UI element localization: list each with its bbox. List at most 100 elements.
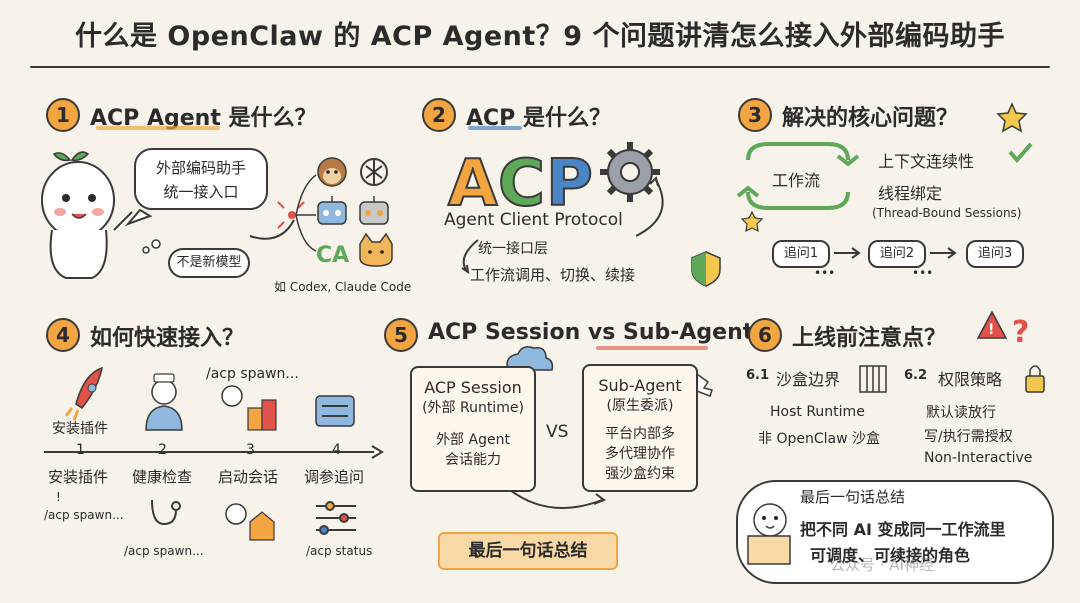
vs-label: VS [546, 422, 569, 442]
final-summary-title: 最后一句话总结 [800, 488, 906, 506]
cloud-icon [506, 346, 554, 371]
acp-full-name: Agent Client Protocol [444, 210, 623, 230]
lock-icon [1025, 365, 1045, 393]
robot-2-icon [359, 196, 389, 225]
final-summary-line-2: 可调度、可续接的角色 [810, 546, 971, 565]
followup-2: 追问2 [868, 240, 926, 268]
point-6-1-title: 沙盒边界 [776, 370, 841, 389]
sub-agent-card: Sub-Agent (原生委派) 平台内部多 多代理协作 强沙盒约束 [582, 364, 698, 492]
section-1-underline [96, 126, 220, 130]
acp-session-sub: (外部 Runtime) [422, 400, 524, 416]
bubble-line-1: 外部编码助手 [155, 159, 246, 177]
typing-dots-2: ••• [912, 266, 934, 280]
question-mark-icon: ? [1012, 315, 1029, 350]
acp-session-body-1: 外部 Agent [436, 432, 510, 448]
star-icon [996, 102, 1028, 133]
binding-label: 线程绑定 [878, 184, 943, 203]
sliders-2-icon [316, 501, 356, 535]
section-2-number: 2 [422, 98, 456, 132]
acp-logo-c: C [498, 147, 545, 221]
workflow-label: 工作流 [772, 171, 821, 190]
step-1: 安装插件 [48, 468, 109, 486]
stethoscope-icon [151, 499, 181, 526]
monkey-icon [317, 157, 347, 187]
acp-session-body-2: 会话能力 [445, 452, 501, 468]
svg-text:!: ! [988, 322, 994, 338]
section-5-number: 5 [384, 318, 418, 352]
section-2-underline [468, 126, 522, 130]
shield-icon [691, 251, 721, 287]
check-icon [1008, 142, 1033, 164]
top-cmd: /acp spawn... [206, 366, 299, 382]
step-num-4: 4 [332, 442, 341, 458]
section-6-title: 上线前注意点？ [792, 326, 947, 351]
final-summary-bubble [736, 480, 1054, 584]
section-1-caption: 如 Codex, Claude Code [274, 280, 412, 294]
point-6-2-line-1: 默认读放行 [926, 405, 996, 421]
sandbox-cage-icon [859, 365, 887, 393]
thought-bubble: 不是新模型 [168, 248, 250, 278]
page-title: 什么是 OpenClaw 的 ACP Agent？9 个问题讲清怎么接入外部编码… [75, 21, 1005, 52]
section-4-title: 如何快速接入？ [90, 326, 245, 351]
section-3-title: 解决的核心问题？ [782, 106, 959, 131]
ca-logo-icon: CA [316, 243, 349, 268]
bubble-line-2: 统一接入口 [163, 183, 239, 201]
sub-agent-body-1: 平台内部多 [605, 426, 675, 442]
step-3: 启动会话 [218, 468, 279, 486]
step-num-2: 2 [158, 442, 167, 458]
watermark: 公众号 · AI神经 [830, 556, 934, 574]
sliders-icon [315, 395, 355, 427]
point-6-2-line-3: Non-Interactive [924, 450, 1033, 466]
gear-icon [600, 142, 660, 202]
warning-icon: ! [976, 310, 1008, 339]
followup-3: 追问3 [966, 240, 1024, 268]
sub-agent-body-2: 多代理协作 [605, 446, 675, 462]
point-6-2-line-2: 写/执行需授权 [924, 429, 1013, 445]
section-4-number: 4 [46, 318, 80, 352]
step-2: 健康检查 [132, 468, 193, 486]
mascot-blocks-icon [221, 385, 277, 431]
point-6-1-line-2: 非 OpenClaw 沙盒 [758, 431, 880, 447]
title-underline [30, 66, 1050, 68]
point-6-1-num: 6.1 [746, 368, 770, 383]
typing-dots-1: ••• [814, 266, 836, 280]
top-step-label: 安装插件 [52, 421, 108, 437]
followup-1: 追问1 [772, 240, 830, 268]
acp-logo-p: P [546, 147, 593, 221]
step-4: 调参追问 [304, 468, 365, 486]
sub-agent-body-3: 强沙盒约束 [605, 466, 675, 482]
robot-icon [317, 196, 347, 225]
binding-en-label: (Thread-Bound Sessions) [872, 206, 1022, 220]
workflow-cycle-icon [746, 142, 850, 210]
doctor-icon [145, 373, 183, 431]
star-small-icon [740, 210, 764, 233]
acp-logo-a: A [448, 147, 498, 221]
context-label: 上下文连续性 [878, 152, 975, 171]
step-4-cmd: /acp status [306, 544, 373, 558]
rocket-icon [64, 366, 103, 421]
step-2-cmd: /acp spawn... [124, 544, 204, 558]
section-1-number: 1 [46, 98, 80, 132]
step-1-bang: ! [56, 490, 61, 504]
acp-session-title: ACP Session [424, 378, 522, 397]
openai-logo-icon [360, 158, 388, 186]
step-num-1: 1 [76, 442, 85, 458]
point-6-2-num: 6.2 [904, 368, 928, 383]
point-6-1-line-1: Host Runtime [770, 404, 865, 420]
section-6-number: 6 [748, 318, 782, 352]
summary-banner: 最后一句话总结 [438, 532, 618, 570]
acp-features: 工作流调用、切换、续接 [470, 266, 636, 284]
section-5-underline [596, 346, 708, 350]
mascot-sign-icon [747, 503, 791, 565]
step-num-3: 3 [246, 442, 255, 458]
acp-layer: 统一接口层 [478, 241, 548, 257]
acp-session-card: ACP Session (外部 Runtime) 外部 Agent 会话能力 [410, 366, 536, 492]
sub-agent-sub: (原生委派) [606, 398, 674, 414]
